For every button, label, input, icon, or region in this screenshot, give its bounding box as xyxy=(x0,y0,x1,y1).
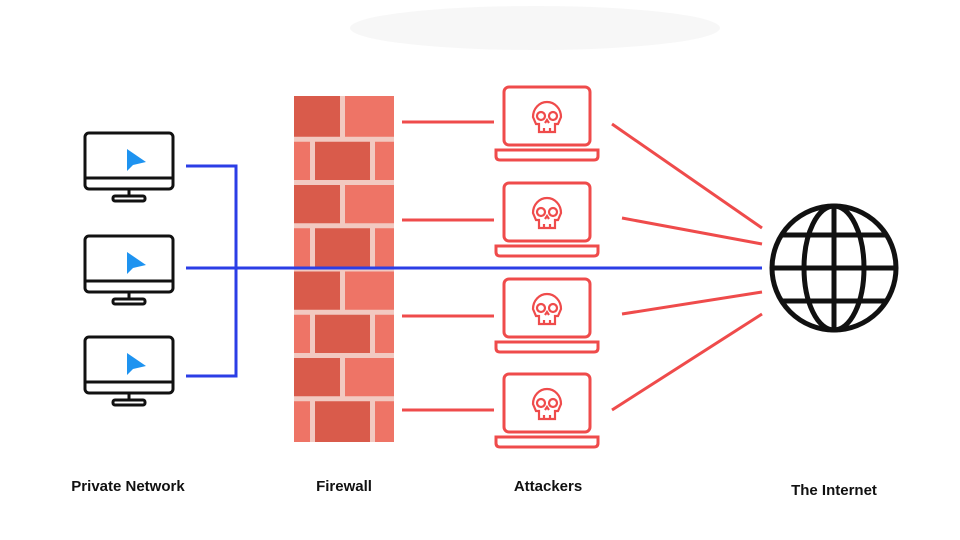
monitor-stand xyxy=(111,398,147,407)
skull-eye xyxy=(535,110,547,122)
skull-icon xyxy=(531,100,563,134)
laptop-base xyxy=(494,244,600,258)
firewall-label: Firewall xyxy=(316,478,372,495)
laptop-screen xyxy=(502,372,592,434)
brick xyxy=(294,185,340,224)
laptop-screen xyxy=(502,85,592,147)
laptop-skull-icon xyxy=(494,181,600,258)
skull-icon xyxy=(531,196,563,230)
skull-eye xyxy=(547,397,559,409)
brick xyxy=(294,141,310,180)
skull-nose xyxy=(544,405,550,411)
skull-nose xyxy=(544,310,550,316)
desktop-monitor-icon xyxy=(83,335,175,407)
brick xyxy=(294,96,340,137)
laptop-screen xyxy=(502,181,592,243)
cursor-arrow-icon xyxy=(127,149,146,171)
brick xyxy=(315,141,370,180)
laptop-base xyxy=(494,340,600,354)
laptop-base xyxy=(494,435,600,449)
brick xyxy=(375,141,394,180)
globe-icon xyxy=(769,203,899,333)
brick xyxy=(294,271,340,310)
cursor-arrow-icon xyxy=(127,252,146,274)
skull-eye xyxy=(535,397,547,409)
attacker-internet-line xyxy=(611,312,763,412)
desktop-monitor-icon xyxy=(83,234,175,306)
attacker-internet-line xyxy=(621,216,763,246)
attackers-group xyxy=(494,85,600,449)
private-network xyxy=(83,131,175,407)
brick xyxy=(375,228,394,267)
header-shadow xyxy=(350,6,720,50)
skull-head xyxy=(531,387,563,421)
internet-label: The Internet xyxy=(791,482,877,499)
attacker-internet-line xyxy=(611,122,763,230)
brick xyxy=(315,401,370,442)
laptop-skull-icon xyxy=(494,277,600,354)
brick xyxy=(294,228,310,267)
brick xyxy=(294,314,310,353)
desktop-monitor-icon xyxy=(83,131,175,203)
private-bracket-line xyxy=(186,164,238,378)
brick xyxy=(375,401,394,442)
monitor-stand xyxy=(111,297,147,306)
brick xyxy=(345,358,394,397)
skull-nose xyxy=(544,214,550,220)
skull-icon xyxy=(531,387,563,421)
laptop-base xyxy=(494,148,600,162)
skull-eye xyxy=(535,302,547,314)
globe-longitude xyxy=(801,203,867,333)
brick xyxy=(345,96,394,137)
laptop-skull-icon xyxy=(494,372,600,449)
skull-eye xyxy=(547,302,559,314)
brick xyxy=(315,314,370,353)
skull-eye xyxy=(535,206,547,218)
skull-head xyxy=(531,196,563,230)
brick xyxy=(294,358,340,397)
connection-lines xyxy=(186,120,763,412)
skull-nose xyxy=(544,118,550,124)
skull-head xyxy=(531,292,563,326)
brick xyxy=(375,314,394,353)
brick xyxy=(345,185,394,224)
brick xyxy=(345,271,394,310)
attacker-internet-line xyxy=(621,290,763,316)
brick xyxy=(315,228,370,267)
cursor-arrow-icon xyxy=(127,353,146,375)
laptop-screen xyxy=(502,277,592,339)
private-network-label: Private Network xyxy=(71,478,185,495)
attackers-label: Attackers xyxy=(513,478,583,495)
firewall-wall xyxy=(294,96,394,442)
brick xyxy=(294,401,310,442)
skull-head xyxy=(531,100,563,134)
skull-eye xyxy=(547,110,559,122)
monitor-stand xyxy=(111,194,147,203)
skull-eye xyxy=(547,206,559,218)
laptop-skull-icon xyxy=(494,85,600,162)
skull-icon xyxy=(531,292,563,326)
